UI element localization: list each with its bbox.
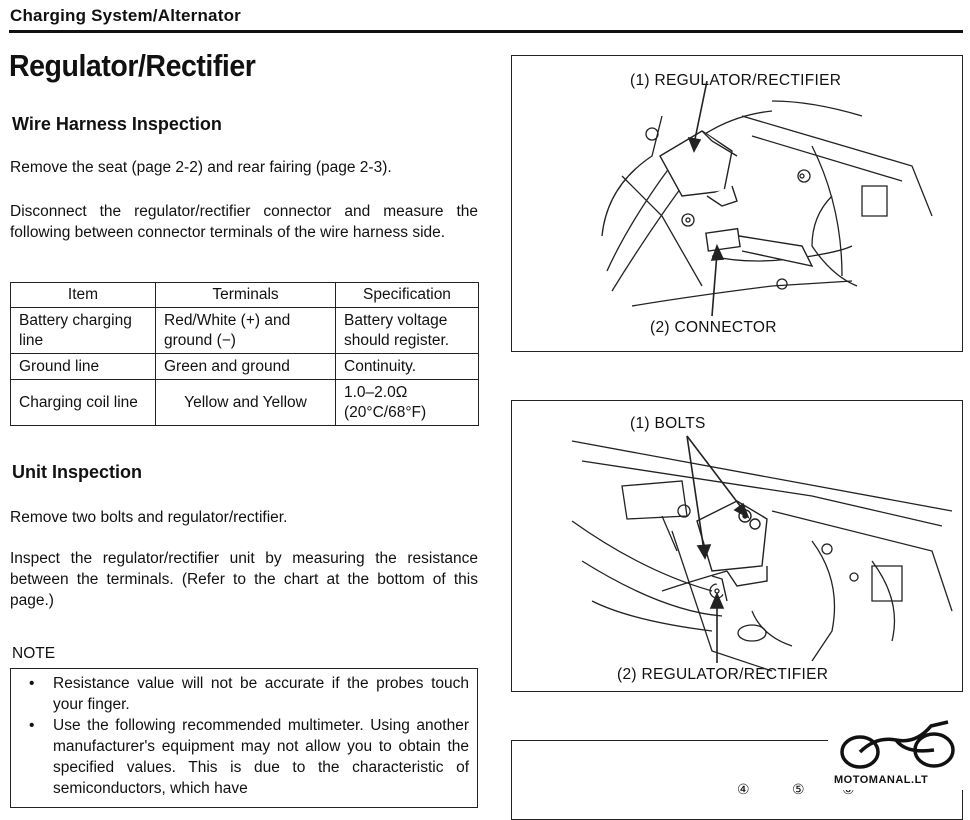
table-row: Charging coil line Yellow and Yellow 1.0… [10,379,479,426]
watermark-text: MOTOMANAL.LT [834,774,929,786]
table-row: Ground line Green and ground Continuity. [10,353,479,380]
table-header-item: Item [10,282,156,308]
unit-para-2: Inspect the regulator/rectifier unit by … [10,550,478,609]
note-list: • Resistance value will not be accurate i… [11,669,477,799]
watermark: MOTOMANAL.LT [828,712,966,790]
wire-harness-para-1: Remove the seat (page 2-2) and rear fair… [10,159,392,176]
table-cell-terminals: Green and ground [155,353,336,380]
figure3-mark-5: ⑤ [792,781,805,797]
motorcycle-logo-icon [840,720,955,769]
figure1-label-top: (1) REGULATOR/RECTIFIER [630,72,842,89]
table-header-terminals: Terminals [155,282,336,308]
unit-inspection-heading: Unit Inspection [12,462,142,482]
figure-bolts: (1) BOLTS (2) REGULATOR/RECTIFIER [511,400,963,692]
table-row: Battery charging line Red/White (+) and … [10,307,479,354]
bullet: • [29,675,35,692]
figure-regulator-connector: (1) REGULATOR/RECTIFIER (2) CONNECTOR [511,55,963,352]
table-cell-item: Charging coil line [10,379,156,426]
figure1-illustration [601,80,933,317]
table-cell-item: Battery charging line [10,307,156,354]
table-cell-item: Ground line [10,353,156,380]
note-text: Use the following recommended multimeter… [53,717,469,797]
figure2-illustration [571,435,953,672]
note-item: • Use the following recommended multimete… [19,715,469,799]
table-cell-terminals: Red/White (+) and ground (−) [155,307,336,354]
table-header-row: Item Terminals Specification [10,282,479,308]
table-cell-spec: Battery voltage should register. [335,307,479,354]
table-cell-terminals: Yellow and Yellow [155,379,336,426]
figure2-label-bottom: (2) REGULATOR/RECTIFIER [617,666,829,683]
note-box: • Resistance value will not be accurate i… [10,668,478,808]
spec-table: Item Terminals Specification Battery cha… [10,282,479,426]
bullet: • [29,717,35,734]
note-item: • Resistance value will not be accurate i… [19,673,469,715]
figure1-label-bottom: (2) CONNECTOR [650,319,777,336]
page-title: Regulator/Rectifier [9,48,256,83]
table-cell-spec: 1.0–2.0Ω (20°C/68°F) [335,379,479,426]
table-header-specification: Specification [335,282,479,308]
wire-harness-para-2: Disconnect the regulator/rectifier conne… [10,203,478,241]
wire-harness-heading: Wire Harness Inspection [12,114,222,134]
unit-para-1: Remove two bolts and regulator/rectifier… [10,509,288,526]
figure2-label-top: (1) BOLTS [630,415,706,432]
note-label: NOTE [12,645,56,662]
figure3-mark-4: ④ [737,781,750,797]
note-text: Resistance value will not be accurate if… [53,675,469,713]
header-rule [9,30,963,33]
table-cell-spec: Continuity. [335,353,479,380]
section-header: Charging System/Alternator [10,6,241,25]
